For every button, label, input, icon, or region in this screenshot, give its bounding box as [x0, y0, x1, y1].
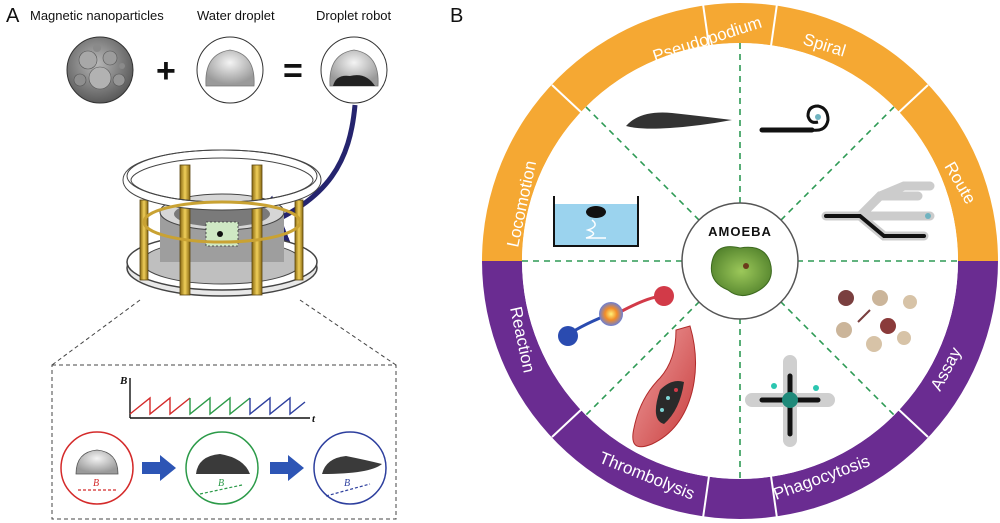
arrow-1 — [142, 455, 176, 481]
nanoparticles-image — [66, 36, 134, 104]
nanoparticles-label: Magnetic nanoparticles — [30, 8, 164, 23]
ring-top-half — [482, 3, 998, 261]
droplet-robot-image — [320, 36, 388, 104]
center-title: AMOEBA — [708, 224, 772, 239]
projection-line-left — [51, 299, 141, 366]
droplet-robot-label: Droplet robot — [316, 8, 392, 23]
field-label-green: B — [218, 478, 224, 489]
projection-line-right — [299, 299, 397, 366]
pseudopodium-shape — [626, 112, 732, 129]
route-shape — [821, 181, 935, 241]
amoeba-icon — [710, 246, 772, 296]
equals-sign: = — [283, 52, 303, 90]
water-droplet-image — [196, 36, 264, 104]
reaction-shape — [558, 286, 674, 346]
water-droplet-label: Water droplet — [197, 8, 275, 23]
panel-b-letter: B — [450, 5, 463, 27]
x-axis-label: t — [312, 413, 316, 425]
coil-apparatus — [122, 149, 322, 297]
sawtooth-plot: B t — [119, 375, 316, 425]
arrow-2 — [270, 455, 304, 481]
phagocytosis-shape — [745, 355, 835, 447]
y-axis-label: B — [119, 375, 127, 387]
panel-a-letter: A — [6, 5, 20, 27]
state-red: B — [60, 431, 134, 505]
spiral-shape — [759, 104, 830, 133]
plus-sign: + — [156, 52, 176, 90]
ring-bottom-half — [482, 261, 998, 519]
amoeba-wheel: AMOEBA Pseudopodium Spiral Route Locomot… — [482, 3, 998, 519]
locomotion-shape — [553, 196, 639, 247]
state-blue: B — [313, 431, 387, 505]
assay-shape — [836, 290, 917, 352]
thrombolysis-shape — [632, 325, 697, 448]
state-green: B — [185, 431, 259, 505]
field-label-red: B — [93, 478, 99, 489]
field-label-blue: B — [344, 478, 350, 489]
